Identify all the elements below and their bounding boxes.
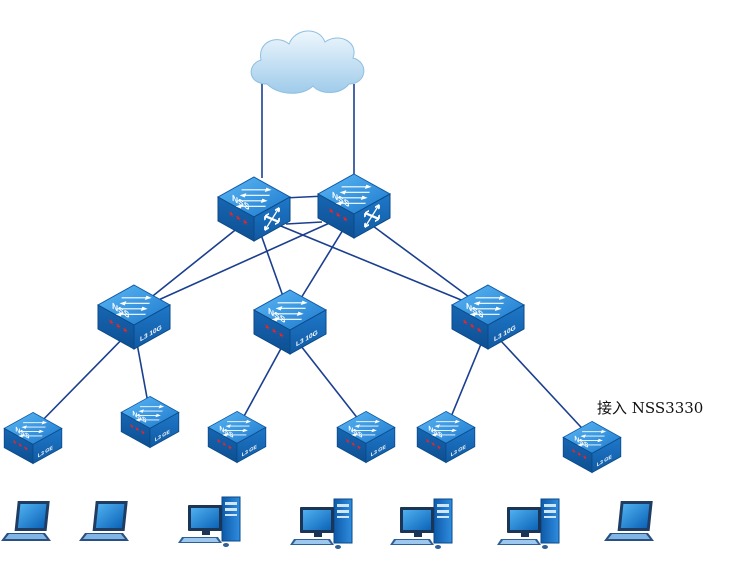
network-links bbox=[32, 82, 593, 440]
status-star-icon: ★ bbox=[462, 316, 468, 328]
laptop-icon bbox=[1, 501, 51, 541]
status-star-icon: ★ bbox=[582, 453, 588, 463]
status-star-icon: ★ bbox=[425, 437, 431, 447]
router-cross-arrows-icon bbox=[264, 207, 280, 231]
status-star-icon: ★ bbox=[351, 440, 357, 450]
status-star-icon: ★ bbox=[122, 324, 128, 336]
status-star-icon: ★ bbox=[216, 437, 222, 447]
agg-access-link bbox=[32, 326, 135, 431]
status-star-icon: ★ bbox=[431, 440, 437, 450]
core-agg-link bbox=[353, 211, 489, 312]
status-star-icon: ★ bbox=[235, 212, 241, 224]
desktop-pc-icon bbox=[178, 496, 241, 547]
core-agg-link bbox=[133, 214, 255, 312]
status-star-icon: ★ bbox=[278, 329, 284, 341]
laptop-icon bbox=[604, 501, 654, 541]
status-star-icon: ★ bbox=[476, 324, 482, 336]
agg-access-link bbox=[487, 326, 593, 440]
core-interlink bbox=[285, 221, 323, 225]
status-star-icon: ★ bbox=[264, 321, 270, 333]
status-star-icon: ★ bbox=[135, 425, 141, 435]
status-star-icon: ★ bbox=[577, 450, 583, 460]
status-star-icon: ★ bbox=[242, 216, 248, 228]
core-switch-icon: ★★★NSS bbox=[216, 176, 292, 242]
status-star-icon: ★ bbox=[140, 428, 146, 438]
status-star-icon: ★ bbox=[328, 205, 334, 217]
status-star-icon: ★ bbox=[271, 325, 277, 337]
agg-access-link bbox=[289, 331, 367, 430]
core-agg-link bbox=[133, 211, 355, 312]
status-star-icon: ★ bbox=[345, 437, 351, 447]
status-star-icon: ★ bbox=[129, 422, 135, 432]
status-star-icon: ★ bbox=[12, 438, 18, 448]
access-layer-label: 接入 NSS3330 bbox=[597, 399, 704, 417]
status-star-icon: ★ bbox=[342, 213, 348, 225]
status-star-icon: ★ bbox=[335, 209, 341, 221]
status-star-icon: ★ bbox=[469, 320, 475, 332]
status-star-icon: ★ bbox=[23, 444, 29, 454]
desktop-pc-icon bbox=[390, 498, 453, 549]
status-star-icon: ★ bbox=[18, 441, 24, 451]
status-star-icon: ★ bbox=[115, 320, 121, 332]
status-star-icon: ★ bbox=[571, 447, 577, 457]
core-agg-link bbox=[253, 214, 489, 312]
laptop-icon bbox=[79, 501, 129, 541]
internet-cloud-icon bbox=[250, 30, 365, 94]
status-star-icon: ★ bbox=[228, 208, 234, 220]
desktop-pc-icon bbox=[497, 498, 560, 549]
status-star-icon: ★ bbox=[227, 443, 233, 453]
router-cross-arrows-icon bbox=[364, 204, 380, 228]
core-switch-icon: ★★★NSS bbox=[316, 173, 392, 239]
status-star-icon: ★ bbox=[436, 443, 442, 453]
desktop-pc-icon bbox=[290, 498, 353, 549]
status-star-icon: ★ bbox=[356, 443, 362, 453]
status-star-icon: ★ bbox=[222, 440, 228, 450]
status-star-icon: ★ bbox=[108, 316, 114, 328]
